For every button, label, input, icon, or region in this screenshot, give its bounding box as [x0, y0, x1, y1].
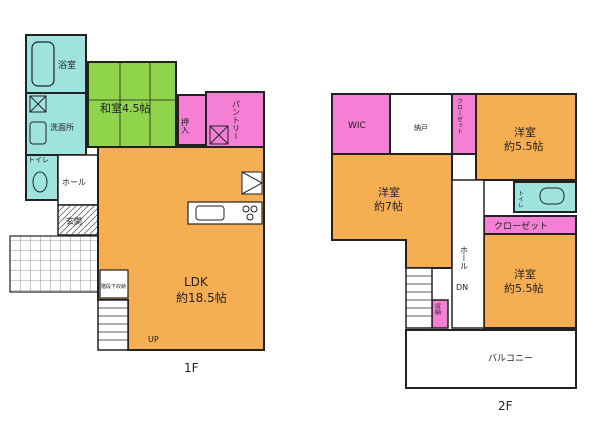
porch	[9, 235, 99, 293]
toilet-label-1f: トイレ	[28, 156, 49, 164]
hall-label-2f: ホール	[460, 246, 469, 270]
floor-1: 浴室 洗面所 トイレ ホール 玄関 和室4.5帖 押入 パントリー	[9, 34, 265, 375]
tatami-lines	[88, 62, 176, 147]
washer-cross	[29, 95, 47, 113]
under-stairs-storage	[99, 269, 129, 299]
fridge	[241, 171, 263, 195]
western-c-name: 洋室	[514, 267, 536, 281]
nando-label: 納戸	[414, 123, 428, 132]
stove-burner-3	[246, 213, 254, 221]
sink	[29, 121, 47, 145]
floor-2: WIC 納戸 クローゼット 洋室 約5.5帖 洋室 約7帖 トイレ クローゼット…	[331, 93, 577, 413]
washitsu-label: 和室4.5帖	[100, 101, 151, 115]
western-b-size: 約7帖	[374, 199, 403, 213]
stove-burner-1	[242, 205, 250, 213]
oshiire	[177, 94, 207, 146]
balcony-label: バルコニー	[488, 353, 533, 364]
western-c	[483, 233, 577, 329]
entrance-label: 玄関	[66, 216, 82, 226]
kitchen-sink	[195, 205, 225, 221]
balcony	[405, 329, 577, 389]
pantry-fixture-cross	[209, 125, 229, 145]
stairs-1f	[97, 299, 129, 351]
under-stairs-label: 階段下収納	[101, 283, 126, 290]
dn-label: DN	[456, 283, 468, 292]
pantry-label: パントリー	[232, 100, 241, 140]
western-a-name: 洋室	[514, 125, 536, 139]
stairs-2f	[405, 267, 433, 329]
closet-a-label: クローゼット	[456, 98, 463, 134]
western-a	[475, 93, 577, 181]
hall-2f	[451, 179, 485, 329]
stairs-up-label: UP	[148, 335, 159, 344]
western-a-size: 約5.5帖	[504, 139, 544, 153]
bathtub	[31, 41, 55, 87]
toilet-fixture-2f	[539, 187, 565, 205]
toilet-bowl	[32, 171, 48, 193]
ldk-label-size: 約18.5帖	[176, 290, 227, 305]
stair-steps-2f	[406, 275, 432, 317]
floor-2-title: 2F	[498, 399, 513, 413]
western-b-name: 洋室	[378, 185, 400, 199]
entrance	[57, 204, 99, 236]
stair-steps-1f	[98, 307, 128, 341]
washroom-label: 洗面所	[50, 122, 74, 132]
oshiire-label: 押入	[181, 117, 190, 134]
closet-b-label: クローゼット	[494, 220, 548, 232]
washitsu	[87, 61, 177, 148]
closet-small-label: 収納	[434, 303, 441, 316]
bath-label: 浴室	[58, 59, 76, 71]
wic-label: WIC	[348, 121, 366, 131]
nando	[389, 93, 453, 155]
ldk-label-name: LDK	[184, 275, 209, 289]
floor-1-title: 1F	[184, 361, 199, 375]
western-c-size: 約5.5帖	[504, 281, 544, 295]
hall-label-1f: ホール	[62, 178, 86, 187]
wic	[331, 93, 391, 155]
fridge-mark	[241, 171, 264, 195]
toilet-label-2f: トイレ	[517, 190, 524, 208]
stove-burner-2	[250, 205, 258, 213]
closet-a	[451, 93, 477, 155]
